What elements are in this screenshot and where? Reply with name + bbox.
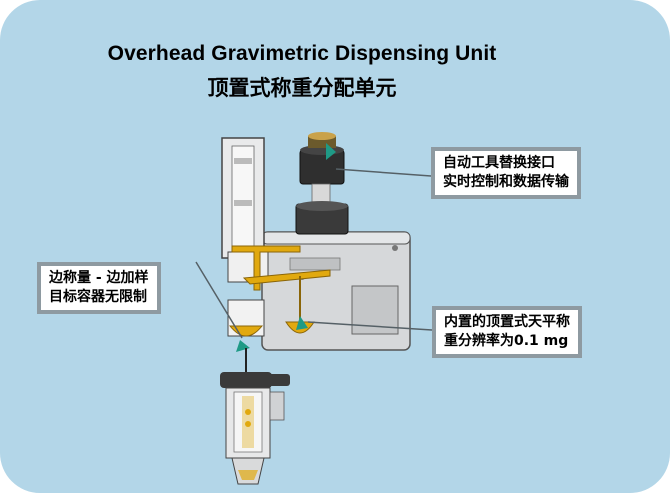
balance-callout: 内置的顶置式天平称 重分辨率为0.1 mg [432,306,582,358]
side-weighing-line-2: 目标容器无限制 [49,289,147,305]
tool-changer-line-2: 实时控制和数据传输 [443,174,569,190]
vertical-column [221,137,269,283]
title-english: Overhead Gravimetric Dispensing Unit [107,42,497,65]
title-chinese: 顶置式称重分配单元 [207,76,397,100]
tool-changer-line-1: 自动工具替换接口 [443,155,555,171]
dosing-head [220,348,290,485]
side-weighing-callout: 边称量 - 边加样 目标容器无限制 [37,262,161,314]
tool-changer-interface [295,132,349,235]
balance-line-1: 内置的顶置式天平称 [444,314,570,330]
side-weighing-pan [227,299,265,352]
balance-line-2: 重分辨率为0.1 mg [444,333,569,349]
leader-lines [195,168,433,339]
tool-changer-callout: 自动工具替换接口 实时控制和数据传输 [431,147,581,199]
side-weighing-line-1: 边称量 - 边加样 [49,270,149,286]
